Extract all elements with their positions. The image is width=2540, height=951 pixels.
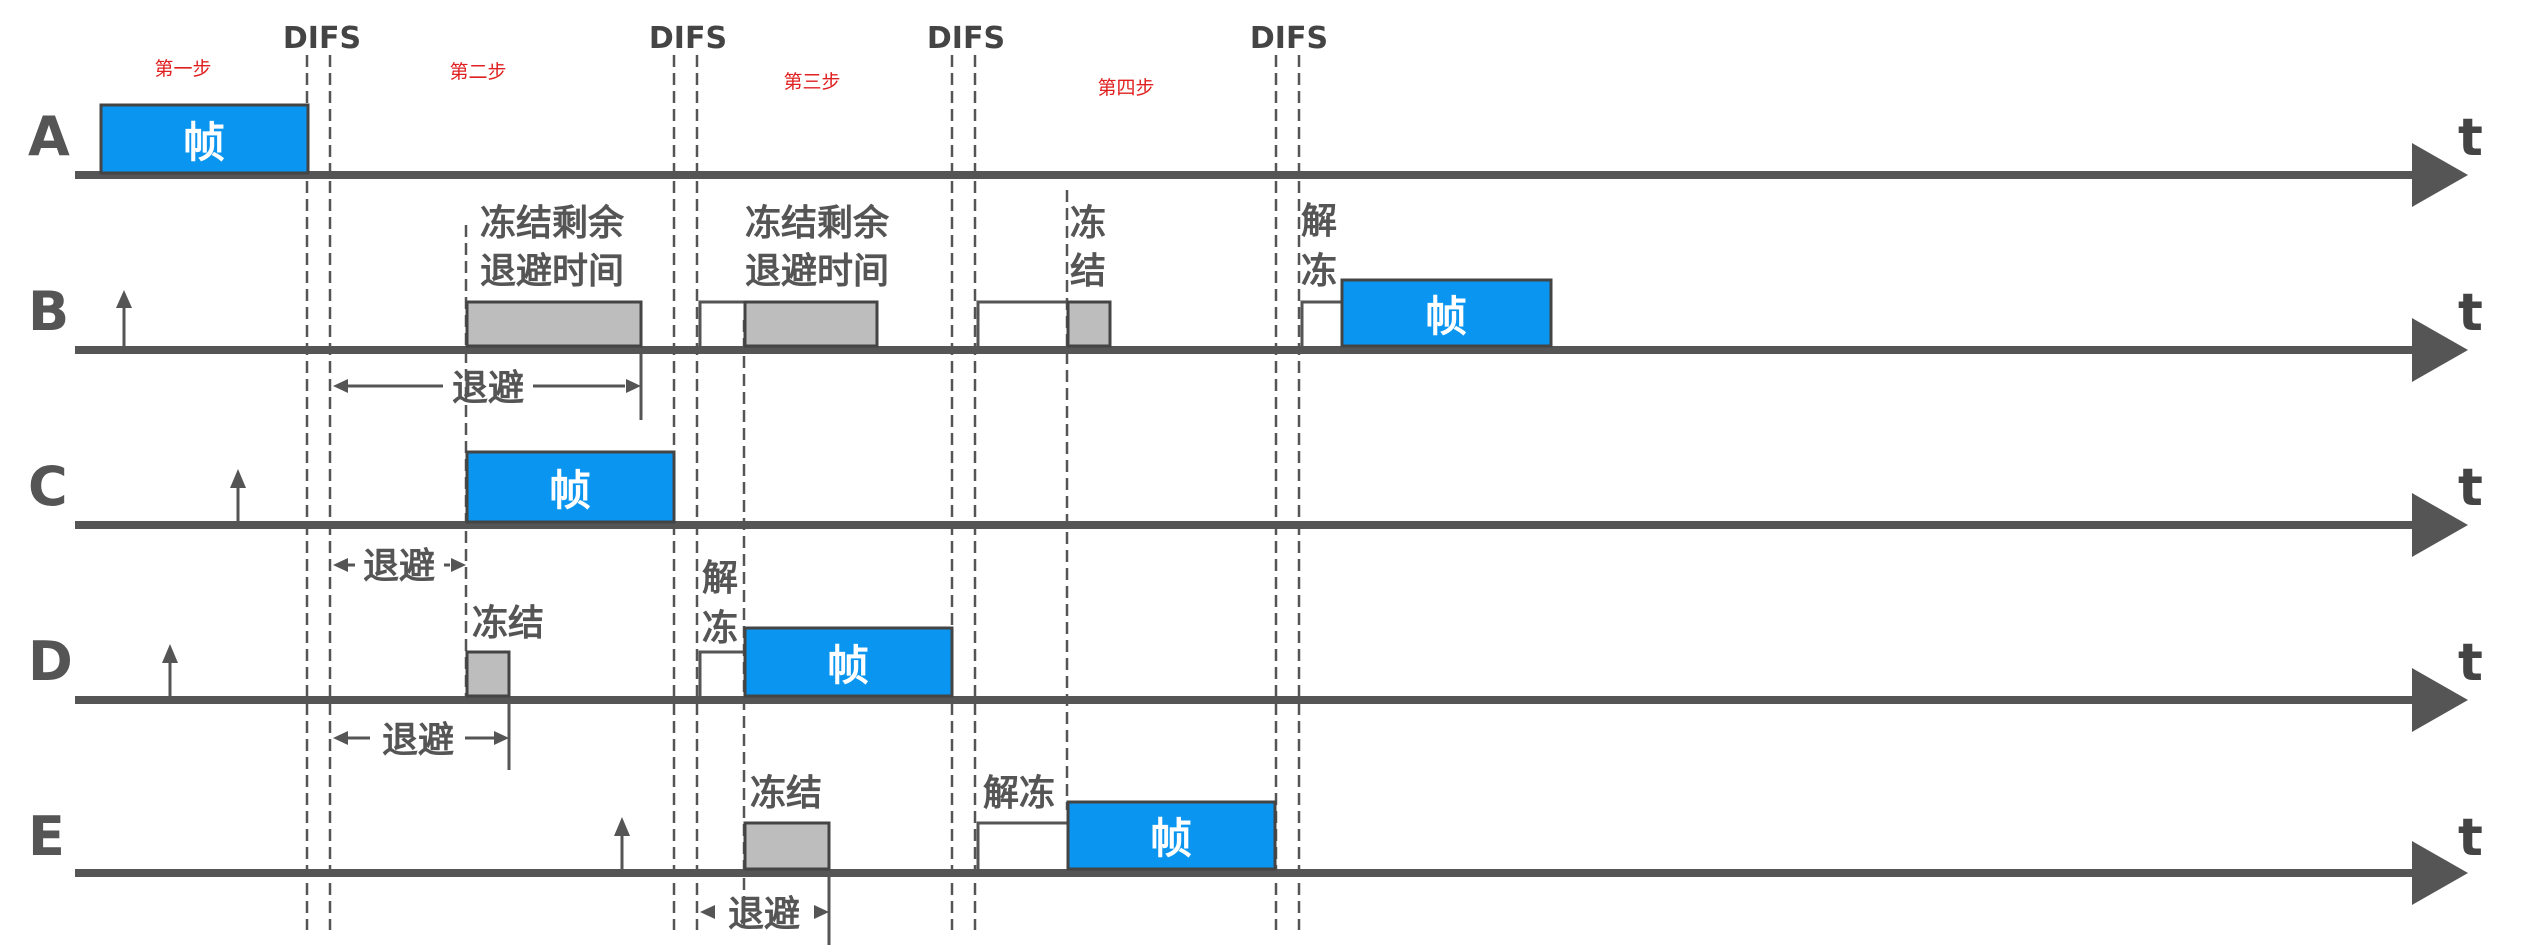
arrival-arrow-head bbox=[230, 469, 246, 488]
arrival-arrow-head bbox=[162, 644, 178, 663]
axis-t-label: t bbox=[2458, 633, 2483, 693]
frame-label: 帧 bbox=[1425, 292, 1467, 341]
dimension-arrow-head bbox=[333, 379, 348, 393]
note-label: 冻结 bbox=[750, 773, 822, 814]
backoff-dimension: 退避 bbox=[333, 546, 466, 587]
axis-t-label: t bbox=[2458, 808, 2483, 868]
frame-block bbox=[743, 626, 954, 698]
dimension-arrow-head bbox=[626, 379, 641, 393]
note-label: 冻 bbox=[702, 608, 738, 649]
difs-label: DIFS bbox=[283, 21, 361, 56]
dimension-arrow-head bbox=[494, 731, 509, 745]
arrival-arrow-head bbox=[116, 290, 132, 308]
note-label: 解 bbox=[1301, 201, 1337, 242]
frame-label: 帧 bbox=[1150, 814, 1192, 863]
note-label: 解冻 bbox=[983, 773, 1055, 814]
difs-wait-step bbox=[976, 821, 1068, 869]
difs-wait-step bbox=[976, 300, 1068, 346]
row-c: C t 帧 bbox=[28, 450, 2483, 557]
frame-block bbox=[465, 450, 676, 524]
frame-block bbox=[1340, 278, 1553, 348]
backoff-label: 退避 bbox=[382, 720, 454, 761]
note-label: 冻 bbox=[1301, 251, 1337, 292]
axis-t-label: t bbox=[2458, 283, 2483, 343]
difs-label: DIFS bbox=[649, 21, 727, 56]
backoff-label: 退避 bbox=[363, 546, 435, 587]
step-label: 第三步 bbox=[783, 71, 840, 93]
backoff-dimension: 退避 bbox=[333, 350, 643, 420]
frame-block bbox=[1066, 800, 1277, 871]
row-label: C bbox=[28, 455, 68, 518]
note-label: 解 bbox=[702, 558, 738, 599]
backoff-block bbox=[465, 650, 511, 698]
row-label: A bbox=[28, 105, 70, 168]
step-label: 第二步 bbox=[449, 61, 506, 83]
row-d: D t 冻结 解 冻 帧 bbox=[28, 558, 2483, 732]
dimension-arrow-head bbox=[700, 905, 715, 919]
arrival-arrow-head bbox=[614, 817, 630, 836]
note-label: 退避时间 bbox=[480, 251, 624, 292]
frame-label: 帧 bbox=[183, 118, 225, 167]
step-label: 第四步 bbox=[1097, 77, 1154, 99]
frame-label: 帧 bbox=[549, 466, 591, 515]
note-label: 冻结剩余 bbox=[480, 202, 625, 244]
backoff-block bbox=[465, 300, 643, 348]
axis-t-label: t bbox=[2458, 458, 2483, 518]
row-label: E bbox=[28, 805, 65, 868]
difs-wait-step bbox=[1300, 300, 1342, 346]
axis-t-label: t bbox=[2458, 108, 2483, 168]
row-e: E t 冻结 解冻 帧 bbox=[28, 773, 2483, 905]
dimension-arrow-head bbox=[451, 558, 466, 572]
backoff-label: 退避 bbox=[452, 368, 524, 409]
backoff-label: 退避 bbox=[728, 894, 800, 935]
note-label: 冻 bbox=[1070, 203, 1106, 244]
dimension-arrow-head bbox=[814, 905, 829, 919]
backoff-dimension: 退避 bbox=[700, 873, 831, 945]
row-label: D bbox=[28, 630, 73, 693]
note-label: 退避时间 bbox=[745, 251, 889, 292]
backoff-block bbox=[743, 300, 879, 348]
note-label: 冻结 bbox=[472, 603, 544, 644]
row-b: B t 冻结剩余 退避时间 冻结剩余 退避时间 冻 结 解 冻 帧 bbox=[28, 201, 2483, 382]
backoff-block bbox=[743, 821, 831, 871]
difs-label: DIFS bbox=[1250, 21, 1328, 56]
note-label: 结 bbox=[1070, 251, 1106, 292]
difs-label: DIFS bbox=[927, 21, 1005, 56]
row-a: A t 帧 bbox=[28, 103, 2483, 207]
difs-wait-step bbox=[698, 650, 745, 696]
row-label: B bbox=[28, 280, 69, 343]
dimension-arrow-head bbox=[333, 558, 348, 572]
backoff-block bbox=[1066, 300, 1112, 348]
step-label: 第一步 bbox=[154, 58, 211, 80]
difs-wait-step bbox=[698, 300, 745, 346]
note-label: 冻结剩余 bbox=[745, 202, 890, 244]
frame-block bbox=[99, 103, 310, 175]
dimension-arrow-head bbox=[333, 731, 348, 745]
frame-label: 帧 bbox=[827, 641, 869, 690]
backoff-dimension: 退避 bbox=[333, 700, 511, 770]
